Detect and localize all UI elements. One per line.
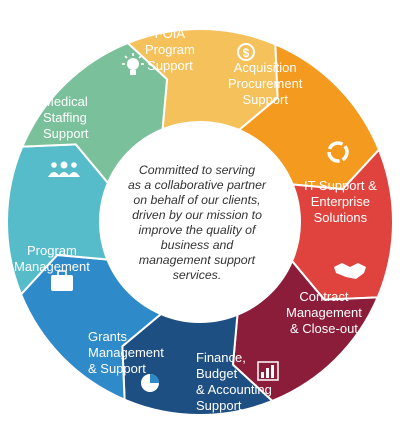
grants-management-support-label: Grants Management & Support bbox=[88, 329, 164, 376]
finance-budget-accounting-support-label: Finance, Budget & Accounting Support bbox=[196, 350, 272, 413]
mission-line: improve the quality of bbox=[138, 223, 256, 237]
contract-management-closeout-label: Contract Management & Close-out bbox=[286, 289, 362, 336]
dollar-icon: $ bbox=[237, 43, 255, 61]
mission-line: services. bbox=[172, 268, 222, 282]
mission-line: as a collaborative partner bbox=[127, 178, 267, 192]
svg-text:$: $ bbox=[243, 46, 250, 60]
foia-program-support-label: FOIA Program Support bbox=[145, 26, 195, 73]
center-mission-statement: Committed to serving as a collaborative … bbox=[116, 163, 278, 283]
medical-staffing-support-label: Medical Staffing Support bbox=[43, 94, 89, 141]
handshake-icon bbox=[334, 263, 366, 279]
briefcase-icon bbox=[51, 270, 73, 291]
pie-chart-icon bbox=[141, 374, 159, 392]
people-icon bbox=[48, 161, 80, 177]
lightbulb-icon bbox=[122, 53, 144, 75]
it-support-enterprise-solutions-label: IT Support & Enterprise Solutions bbox=[304, 178, 377, 225]
acquisition-procurement-support-label: Acquisition Procurement Support bbox=[228, 60, 303, 107]
mission-line: business and bbox=[160, 238, 234, 252]
mission-line: Committed to serving bbox=[138, 163, 256, 177]
program-management-label: Program Management bbox=[14, 243, 90, 274]
cycle-icon bbox=[327, 141, 349, 163]
medical-segment bbox=[20, 41, 169, 185]
bar-chart-icon bbox=[257, 361, 279, 381]
mission-line: on behalf of our clients, bbox=[133, 193, 261, 207]
mission-line: driven by our mission to bbox=[132, 208, 262, 222]
mission-line: management support bbox=[138, 253, 256, 267]
